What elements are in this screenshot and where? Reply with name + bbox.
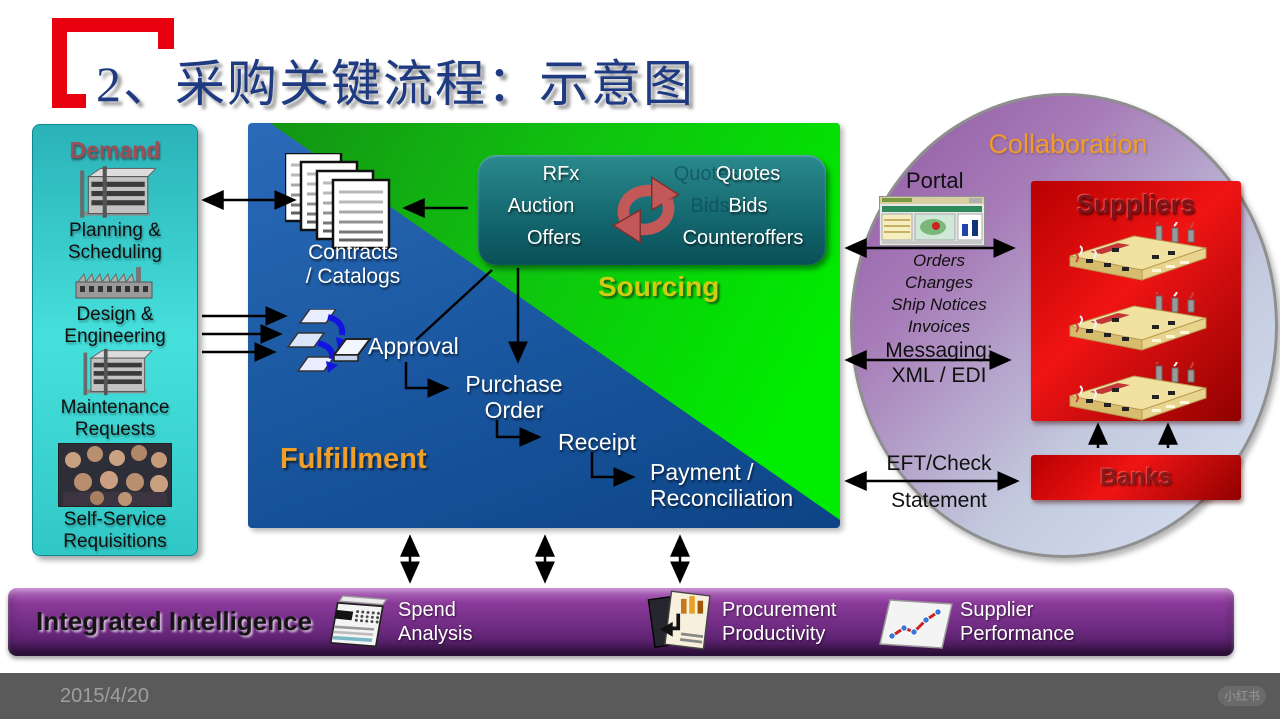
slide-date: 2015/4/20 — [60, 685, 149, 707]
factory-small-icon — [75, 266, 153, 299]
bids-ghost-text: Bids — [690, 195, 730, 217]
spend-analysis-label: Spend Analysis — [398, 599, 473, 645]
page-title: 2、采购关键流程：示意图 — [96, 56, 695, 112]
fulfillment-label: Fulfillment — [280, 443, 427, 475]
procurement-productivity-label: Procurement Productivity — [722, 599, 837, 645]
demand-item-design: Design & Engineering — [64, 303, 166, 347]
messaging-label: Messaging: — [885, 339, 993, 362]
demand-item-selfservice: Self-Service Requisitions — [63, 509, 167, 552]
orders-label: Orders — [913, 251, 965, 270]
invoices-label: Invoices — [907, 317, 971, 336]
rfx-negotiation-box: Quotes Bids RFx Auction Offers Quotes Bi… — [478, 155, 826, 265]
banks-label: Banks — [1099, 463, 1173, 491]
rfx-label: RFx — [542, 163, 580, 185]
supplier-factory-icon — [1069, 222, 1207, 281]
contracts-catalogs-label: Contracts / Catalogs — [305, 241, 401, 289]
approval-workflow-icon — [276, 309, 372, 385]
eft-block: EFT/Check Statement — [853, 451, 1025, 513]
integrated-intelligence-title: Integrated Intelligence — [36, 606, 312, 636]
office-building-icon — [83, 348, 153, 396]
changes-label: Changes — [904, 273, 974, 292]
document-flow-list: Orders Changes Ship Notices Invoices Mes… — [853, 250, 1025, 388]
red-corner-bracket-icon — [52, 18, 174, 108]
bids-label: Bids — [728, 195, 768, 217]
quotes-ghost-text: Quotes — [673, 163, 739, 185]
supplier-factory-icon — [1069, 292, 1207, 351]
receipt-label: Receipt — [558, 429, 636, 455]
quotes-label: Quotes — [715, 163, 781, 185]
integrated-intelligence-bar: Integrated Intelligence Spend Analysis P… — [8, 588, 1234, 656]
watermark-badge: 小红书 — [1218, 686, 1266, 706]
approval-label: Approval — [368, 333, 459, 359]
supplier-factory-icon — [1069, 362, 1207, 421]
demand-item-planning: Planning & Scheduling — [67, 220, 163, 263]
contracts-catalogs-icon — [285, 153, 391, 250]
collaboration-title: Collaboration — [988, 129, 1148, 159]
demand-panel: Demand Planning & Scheduling Design & En… — [32, 124, 198, 556]
office-building-icon — [79, 165, 156, 219]
eft-check-label: EFT/Check — [886, 452, 992, 475]
auction-label: Auction — [507, 195, 575, 217]
counteroffers-label: Counteroffers — [682, 227, 804, 249]
payment-reconciliation-label: Payment / Reconciliation — [650, 459, 794, 512]
purchase-order-label: Purchase Order — [465, 371, 563, 424]
offers-label: Offers — [526, 227, 582, 249]
suppliers-label: Suppliers — [1076, 189, 1196, 219]
people-photo — [58, 443, 172, 508]
banks-box: Banks — [1031, 455, 1241, 500]
supplier-performance-label: Supplier Performance — [960, 599, 1075, 645]
suppliers-box: Suppliers — [1031, 181, 1241, 421]
spend-analysis-icon — [329, 595, 388, 648]
sourcing-label: Sourcing — [598, 271, 720, 302]
portal-screenshot-thumbnail — [879, 196, 985, 246]
statement-label: Statement — [891, 489, 987, 512]
exchange-cycle-arrows-icon — [598, 169, 694, 251]
demand-item-maintenance: Maintenance Requests — [60, 397, 170, 441]
collaboration-ellipse: Collaboration Portal Orders Changes Ship… — [850, 93, 1278, 558]
messaging-value: XML / EDI — [891, 364, 987, 387]
portal-label: Portal — [906, 168, 964, 193]
footer-bar: 2015/4/20 小红书 — [0, 673, 1280, 719]
supplier-performance-icon — [878, 598, 954, 650]
demand-panel-title: Demand — [69, 137, 161, 163]
process-diagram: Contracts / Catalogs Quotes Bids RFx Auc… — [248, 123, 840, 528]
procurement-productivity-icon — [646, 589, 712, 651]
ship-notices-label: Ship Notices — [891, 295, 987, 314]
